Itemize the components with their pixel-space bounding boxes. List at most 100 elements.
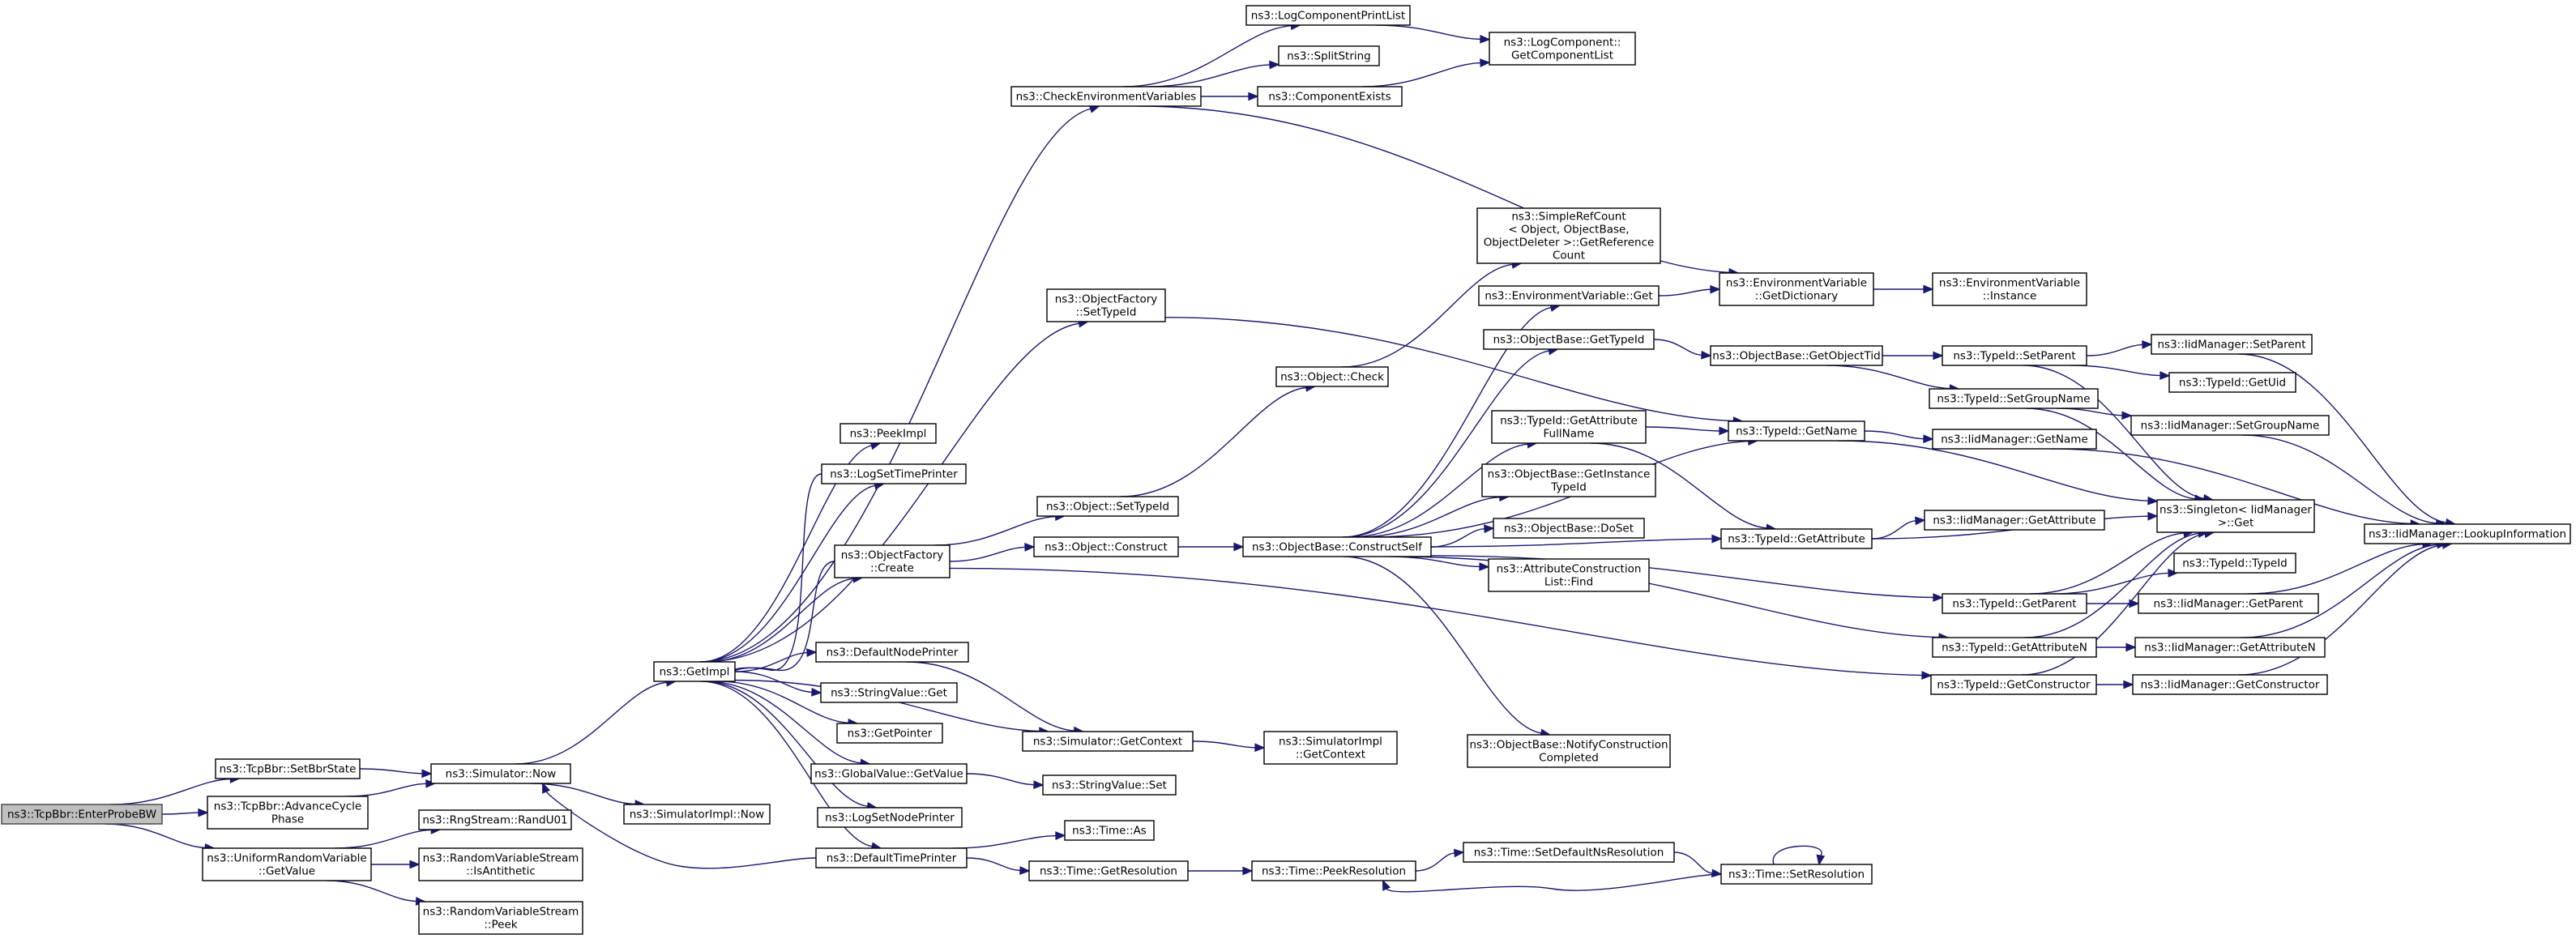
node-objcheck[interactable]: ns3::Object::Check [1275,366,1389,387]
node-simimplctx[interactable]: ns3::SimulatorImpl::GetContext [1263,731,1398,765]
node-root[interactable]: ns3::TcpBbr::EnterProbeBW [1,804,163,825]
node-label: ns3::Object::Construct [1044,541,1168,554]
edge-deftime-to-timeas [952,831,1066,849]
node-peek[interactable]: ns3::RandomVariableStream::Peek [418,901,583,935]
edge-line [966,857,1021,872]
edge-arrowhead [1915,516,1926,526]
node-box [1728,420,1865,442]
node-logcomplist[interactable]: ns3::LogComponentPrintList [1245,5,1411,26]
node-iidgetattr[interactable]: ns3::IidManager::GetAttribute [1924,510,2105,531]
node-tgetattrn[interactable]: ns3::TypeId::GetAttributeN [1932,637,2097,658]
node-getimpl[interactable]: ns3::GetImpl [653,661,736,682]
node-simplerefcount[interactable]: ns3::SimpleRefCount< Object, ObjectBase,… [1476,207,1661,264]
node-label: Completed [1539,752,1599,765]
node-box [207,796,369,830]
node-svset[interactable]: ns3::StringValue::Set [1042,774,1177,796]
node-setbbr[interactable]: ns3::TcpBbr::SetBbrState [215,758,361,779]
node-tgetattr[interactable]: ns3::TypeId::GetAttribute [1720,528,1873,549]
node-obdoset[interactable]: ns3::ObjectBase::DoSet [1493,518,1645,539]
node-defnode[interactable]: ns3::DefaultNodePrinter [815,642,969,663]
edge-line [1430,528,1485,548]
node-box [2132,674,2328,695]
node-iidgetattrn[interactable]: ns3::IidManager::GetAttributeN [2134,637,2326,658]
node-logsetnode[interactable]: ns3::LogSetNodePrinter [817,807,963,828]
node-timesetres[interactable]: ns3::Time::SetResolution [1720,864,1873,885]
node-iidgetctor[interactable]: ns3::IidManager::GetConstructor [2132,674,2328,695]
edge-line [1349,443,1528,538]
node-singletonget[interactable]: ns3::Singleton< IidManager>::Get [2156,499,2315,533]
node-timepeekres[interactable]: ns3::Time::PeekResolution [1251,860,1416,881]
node-iidsetgroup[interactable]: ns3::IidManager::SetGroupName [2130,415,2330,436]
node-simnow[interactable]: ns3::Simulator::Now [430,763,571,784]
node-isanti[interactable]: ns3::RandomVariableStream::IsAntithetic [418,847,583,881]
node-label: ns3::SimulatorImpl [1279,736,1382,749]
node-label: ns3::TypeId::GetUid [2179,377,2286,390]
node-randu01[interactable]: ns3::RngStream::RandU01 [418,809,572,830]
node-logcompget[interactable]: ns3::LogComponent::GetComponentList [1489,32,1636,66]
node-constructself[interactable]: ns3::ObjectBase::ConstructSelf [1242,536,1432,557]
node-svget[interactable]: ns3::StringValue::Get [820,682,958,703]
node-logsettime[interactable]: ns3::LogSetTimePrinter [821,463,967,484]
edge-line [2238,544,2443,676]
node-tgetparent[interactable]: ns3::TypeId::GetParent [1942,593,2087,614]
edge-compexists-to-logcompget [1362,58,1491,87]
node-iidgetparent[interactable]: ns3::IidManager::GetParent [2138,593,2319,614]
edge-timepeekres-to-timesetdefault [1415,848,1465,872]
node-box [1046,288,1166,322]
node-urvget[interactable]: ns3::UniformRandomVariable::GetValue [202,847,372,881]
node-tgetctor[interactable]: ns3::TypeId::GetConstructor [1930,674,2097,695]
node-tgetname[interactable]: ns3::TypeId::GetName [1728,420,1865,442]
node-box [1924,510,2105,531]
node-timesetdefault[interactable]: ns3::Time::SetDefaultNsResolution [1463,842,1675,863]
node-box [202,847,372,881]
edge-simgetctx-to-simimplctx [1192,740,1266,753]
edge-getimpl-to-checkenv [699,105,1100,663]
node-box [2364,523,2571,544]
node-obnotify[interactable]: ns3::ObjectBase::NotifyConstructionCompl… [1467,734,1671,768]
node-tsetparent[interactable]: ns3::TypeId::SetParent [1942,345,2087,366]
node-label: ns3::Time::PeekResolution [1262,865,1406,878]
edge-arrowhead [1248,92,1259,101]
edge-arrowhead [1254,743,1266,753]
node-box [821,463,967,484]
node-objsettype[interactable]: ns3::Object::SetTypeId [1036,496,1179,517]
node-iidsetparent[interactable]: ns3::IidManager::SetParent [2151,334,2313,355]
node-gvget[interactable]: ns3::GlobalValue::GetValue [810,763,968,784]
node-compexists[interactable]: ns3::ComponentExists [1257,86,1403,107]
node-obgetobjtid[interactable]: ns3::ObjectBase::GetObjectTid [1710,345,1883,366]
edge-arrowhead [2168,569,2179,578]
node-iidlookup[interactable]: ns3::IidManager::LookupInformation [2364,523,2571,544]
node-label: ns3::Time::SetResolution [1728,868,1865,881]
node-label: ::Create [870,562,914,575]
node-envgetdict[interactable]: ns3::EnvironmentVariable::GetDictionary [1719,272,1874,306]
edge-arrowhead [409,860,421,869]
node-timegetres[interactable]: ns3::Time::GetResolution [1028,860,1189,881]
node-envinstance[interactable]: ns3::EnvironmentVariable::Instance [1932,272,2087,306]
node-tgetuid[interactable]: ns3::TypeId::GetUid [2168,372,2296,393]
node-checkenv[interactable]: ns3::CheckEnvironmentVariables [1010,86,1202,107]
node-label: ns3::Time::SetDefaultNsResolution [1474,847,1664,860]
node-deftime[interactable]: ns3::DefaultTimePrinter [815,847,968,868]
node-ofsettype[interactable]: ns3::ObjectFactory::SetTypeId [1046,288,1166,322]
node-splitstring[interactable]: ns3::SplitString [1278,45,1380,66]
node-obgettypeid[interactable]: ns3::ObjectBase::GetTypeId [1483,329,1655,350]
node-ttypeid[interactable]: ns3::TypeId::TypeId [2173,553,2296,574]
node-peekimpl[interactable]: ns3::PeekImpl [839,423,937,444]
node-iidgetname[interactable]: ns3::IidManager::GetName [1932,429,2097,450]
node-ofcreate[interactable]: ns3::ObjectFactory::Create [834,544,951,578]
node-simimplnow[interactable]: ns3::SimulatorImpl::Now [623,804,771,825]
node-objconstruct[interactable]: ns3::Object::Construct [1033,536,1179,557]
node-getpointer[interactable]: ns3::GetPointer [836,723,943,744]
node-simgetctx[interactable]: ns3::Simulator::GetContext [1022,731,1194,752]
edge-line [1358,496,1500,538]
node-timeas[interactable]: ns3::Time::As [1064,820,1155,841]
node-envget[interactable]: ns3::EnvironmentVariable::Get [1478,285,1660,306]
node-label: TypeId [1550,481,1587,494]
node-tsetgroup[interactable]: ns3::TypeId::SetGroupName [1929,388,2099,409]
node-label: ns3::Simulator::GetContext [1033,736,1182,749]
node-box [430,763,571,784]
